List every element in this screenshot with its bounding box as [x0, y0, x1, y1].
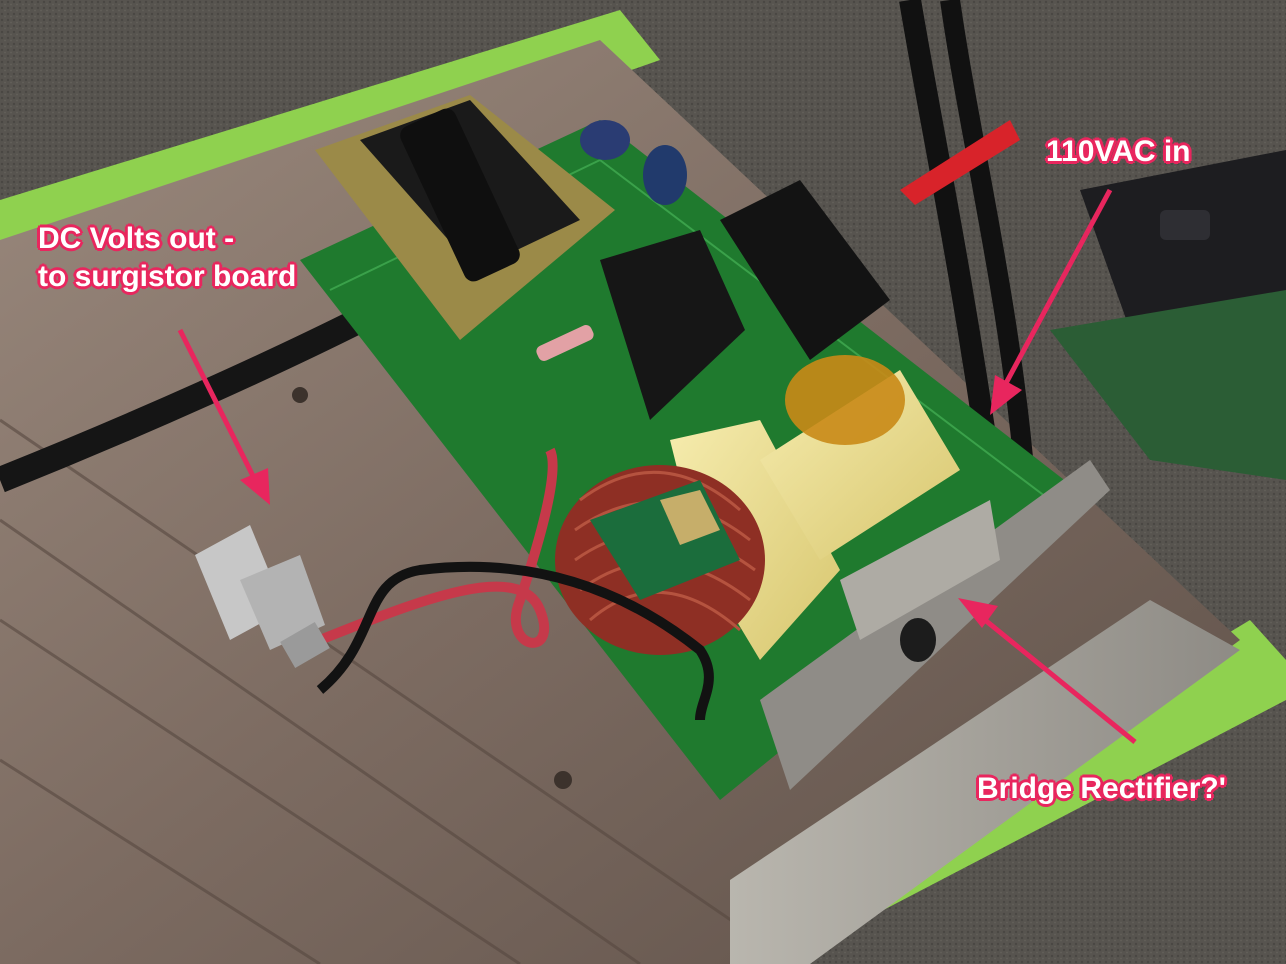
annotation-dc-out-line2: to surgistor board — [38, 260, 297, 293]
arrow-dc-out — [177, 328, 258, 482]
arrow-bridge-head — [958, 598, 998, 628]
red-dc-wire — [318, 447, 558, 648]
annotation-dc-out: DC Volts out - to surgistor board — [38, 220, 296, 296]
arrow-dc-out-head — [240, 468, 270, 505]
annotation-ac-in: 110VAC in — [1046, 135, 1191, 168]
bridge-rectifier-heatsink — [760, 460, 1110, 790]
x-capacitor-2 — [760, 370, 960, 560]
black-cable-left — [0, 308, 366, 493]
annotation-arrows — [177, 188, 1137, 744]
annotation-bridge-rectifier: Bridge Rectifier?' — [977, 772, 1226, 805]
arrow-bridge — [983, 618, 1137, 744]
ac-input-cable-1 — [899, 0, 1001, 472]
spade-connectors — [195, 525, 330, 668]
arrow-ac-in — [1002, 188, 1113, 387]
annotation-dc-out-line1: DC Volts out - — [38, 222, 235, 255]
arrow-ac-in-head — [990, 375, 1022, 415]
relay — [720, 180, 890, 360]
ac-input-cable-2 — [940, 0, 1035, 481]
black-dc-wire — [316, 561, 714, 721]
common-mode-choke — [555, 465, 765, 655]
side-rail — [730, 600, 1240, 964]
transformer — [315, 95, 615, 340]
optocoupler — [600, 230, 745, 420]
screwdriver-handle — [900, 120, 1020, 205]
